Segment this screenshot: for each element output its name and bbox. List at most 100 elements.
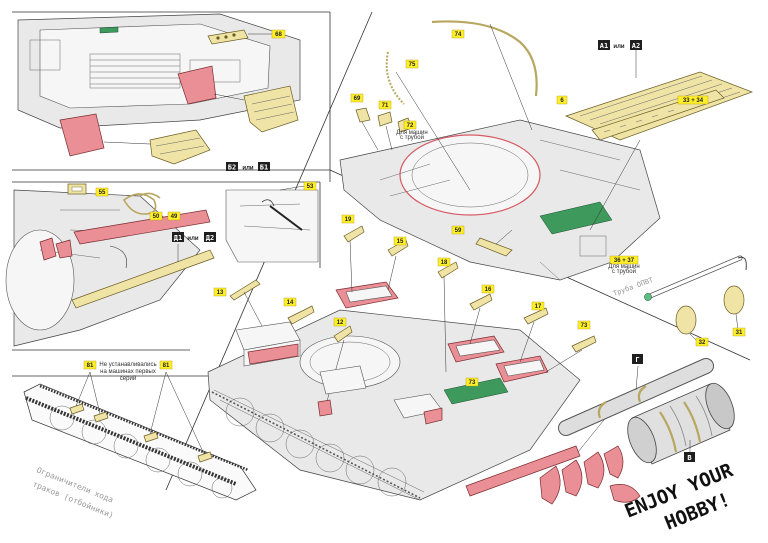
tag-6: 6	[556, 95, 568, 105]
part-74-rail	[431, 20, 538, 131]
svg-text:18: 18	[441, 260, 448, 266]
svg-text:Для машин: Для машин	[608, 264, 639, 270]
enjoy-hobby-slogan: ENJOY YOUR HOBBY!	[622, 459, 737, 534]
svg-text:А1: А1	[600, 42, 608, 50]
tag-32: 32	[695, 337, 709, 346]
part-71	[377, 111, 393, 151]
part-59	[475, 229, 513, 257]
inset-part-53	[225, 185, 319, 263]
tag-49: 49	[167, 211, 181, 221]
svg-text:Г: Г	[635, 356, 639, 364]
svg-text:71: 71	[382, 103, 389, 109]
part-55-loop	[67, 183, 87, 195]
center-box	[317, 365, 443, 425]
svg-text:73: 73	[581, 323, 588, 329]
svg-text:68: 68	[275, 32, 282, 38]
part-16	[469, 293, 493, 345]
track-view	[23, 371, 257, 501]
left-fender-red	[59, 113, 105, 157]
panel-dividers	[12, 11, 751, 491]
disc-32	[675, 305, 699, 343]
part-14-strip	[287, 305, 315, 325]
svg-text:серий: серий	[120, 375, 136, 382]
storage-box-right	[447, 335, 549, 383]
tag-a1-or-a2: А1 или А2	[598, 40, 642, 78]
svg-text:17: 17	[535, 304, 542, 310]
svg-text:Не устанавливались: Не устанавливались	[99, 362, 156, 368]
part-73-strip	[545, 335, 597, 373]
barrel-v	[627, 382, 735, 465]
tag-15: 15	[393, 236, 407, 246]
tag-81-right: 81	[159, 360, 173, 369]
part-68-plate	[207, 29, 272, 45]
svg-text:Д2: Д2	[206, 234, 214, 242]
tag-17: 17	[531, 301, 545, 310]
tag-36-37: 36 + 37 Для машин с трубой	[608, 255, 640, 275]
right-fender-red	[177, 65, 217, 105]
disc-31	[723, 285, 745, 331]
tag-b2-or-b1: Б2 или Б1	[226, 162, 270, 172]
svg-text:50: 50	[153, 214, 160, 220]
svg-text:А2: А2	[632, 42, 640, 50]
tag-16: 16	[481, 284, 495, 293]
fender-variant-b2	[103, 129, 211, 165]
tag-33-34: 33 + 34	[677, 95, 709, 105]
svg-text:12: 12	[337, 320, 344, 326]
svg-text:31: 31	[736, 330, 743, 336]
part-6-grille	[565, 71, 753, 231]
svg-text:49: 49	[171, 214, 178, 220]
svg-text:Б1: Б1	[260, 164, 268, 172]
rear-hull-view	[17, 13, 301, 157]
tag-55: 55	[95, 187, 109, 197]
svg-text:33 + 34: 33 + 34	[683, 98, 704, 104]
part-17	[519, 307, 549, 363]
tag-53: 53	[303, 181, 317, 191]
svg-text:14: 14	[287, 300, 294, 306]
rear-fender-pieces	[465, 409, 641, 505]
tag-73-a: 73	[577, 320, 591, 329]
svg-text:73: 73	[469, 380, 476, 386]
svg-text:с трубой: с трубой	[612, 268, 636, 275]
svg-text:или: или	[242, 166, 254, 172]
tag-13: 13	[213, 287, 227, 296]
svg-text:81: 81	[163, 363, 170, 369]
tag-g: Г	[632, 354, 643, 364]
pipe-g	[558, 358, 714, 436]
svg-text:36 + 37: 36 + 37	[614, 258, 635, 264]
tag-73-b: 73	[465, 377, 479, 386]
tag-19: 19	[341, 214, 355, 224]
svg-text:13: 13	[217, 290, 224, 296]
svg-text:32: 32	[699, 340, 706, 346]
tag-18: 18	[437, 257, 451, 266]
storage-box-mid	[335, 239, 399, 309]
tag-72: 72 Для машин с трубой	[396, 120, 428, 141]
svg-text:72: 72	[407, 123, 414, 129]
svg-text:75: 75	[409, 62, 416, 68]
tag-31: 31	[732, 327, 746, 336]
svg-text:на машинах первых: на машинах первых	[100, 369, 156, 375]
svg-text:16: 16	[485, 287, 492, 293]
tag-50: 50	[149, 211, 163, 221]
tag-12: 12	[333, 317, 347, 326]
svg-text:Для машин: Для машин	[396, 130, 427, 136]
opvt-pipe-assembly: Труба ОПВТ	[612, 255, 747, 301]
svg-text:Д1: Д1	[174, 234, 182, 242]
track-limiter-caption: Ограничители хода траков (отбойники)	[31, 466, 115, 521]
fender-variant-b1	[213, 85, 299, 133]
tag-81-left: 81	[83, 360, 97, 369]
svg-text:или: или	[613, 44, 625, 50]
part-75-rail	[385, 51, 471, 191]
engine-deck-view	[339, 119, 661, 281]
tag-59: 59	[451, 225, 465, 235]
tag-71: 71	[378, 100, 392, 110]
tag-68: 68	[271, 29, 286, 38]
tag-75: 75	[405, 59, 419, 69]
svg-text:55: 55	[99, 190, 106, 196]
svg-text:59: 59	[455, 228, 462, 234]
svg-text:15: 15	[397, 239, 404, 245]
svg-text:74: 74	[455, 32, 462, 38]
part-19	[343, 225, 365, 243]
svg-text:Б2: Б2	[228, 164, 236, 172]
note-not-installed: Не устанавливались на машинах первых сер…	[99, 362, 156, 382]
